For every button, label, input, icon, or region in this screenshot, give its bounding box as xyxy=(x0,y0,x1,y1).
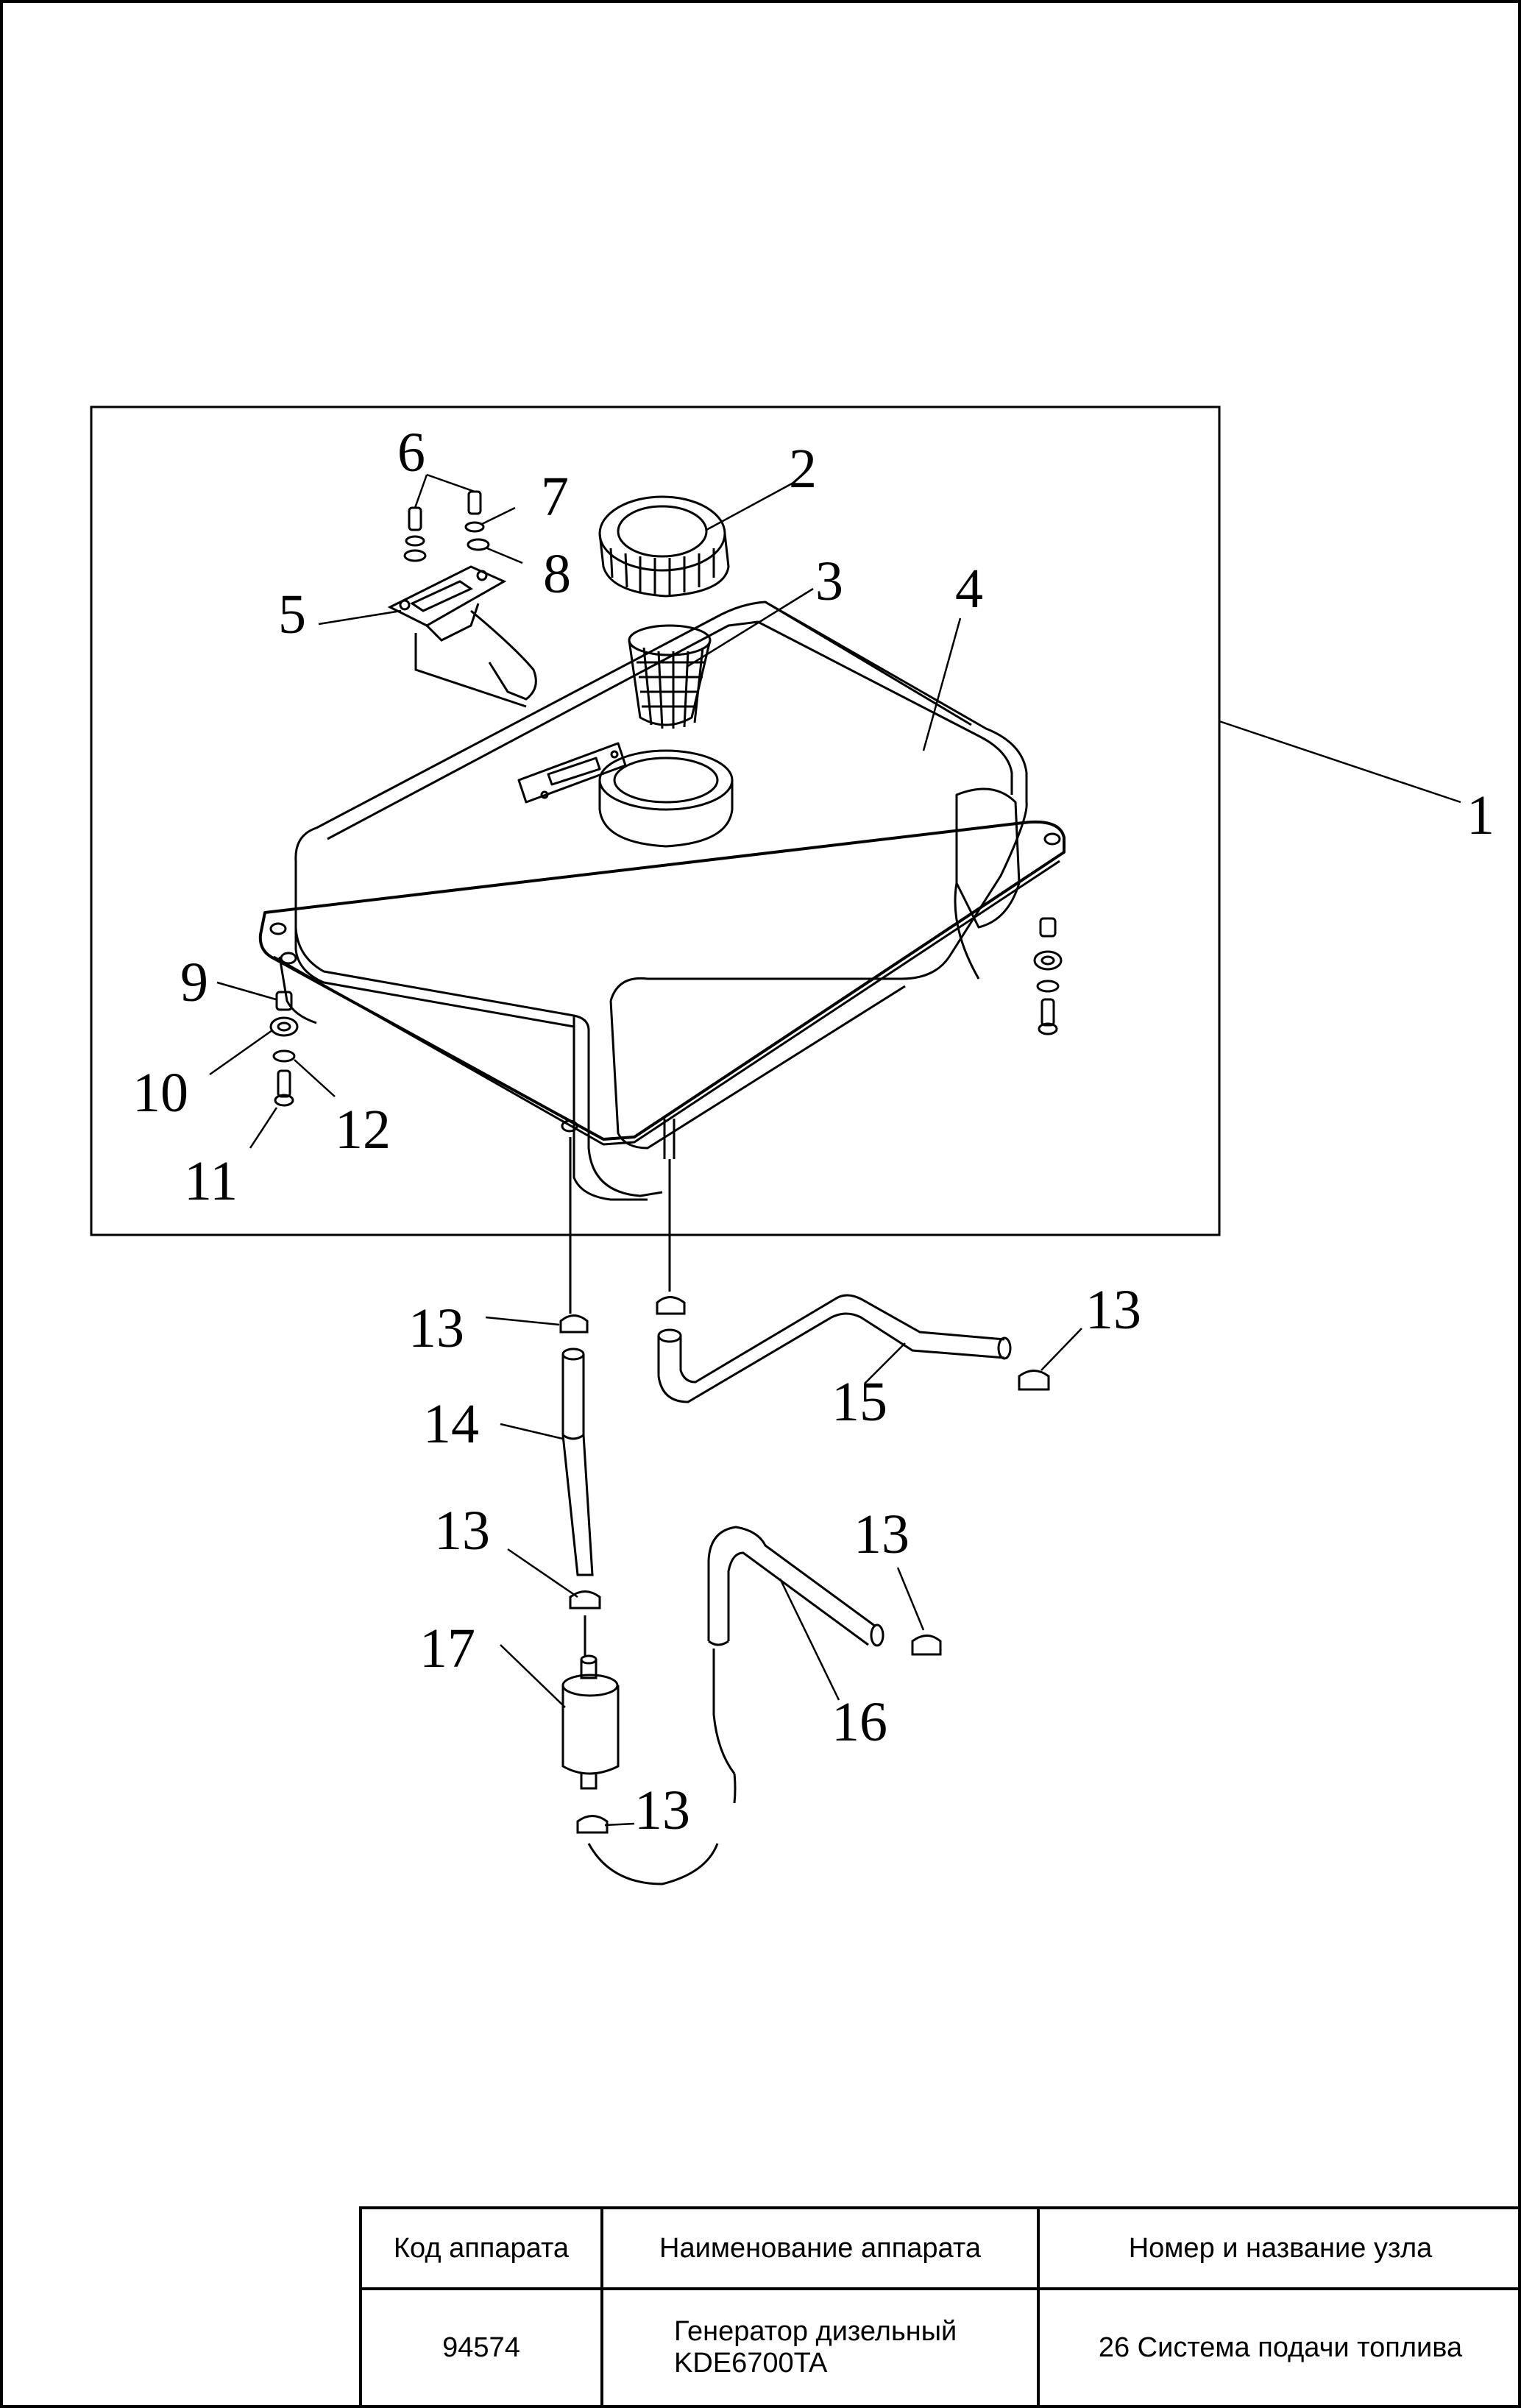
header-device-code: Код аппарата xyxy=(359,2206,603,2290)
callout-10: 10 xyxy=(132,1062,188,1124)
device-name-line2: KDE6700TA xyxy=(674,2348,828,2379)
callout-2: 2 xyxy=(789,438,817,500)
title-block-header-row: Код аппарата Наименование аппарата Номер… xyxy=(359,2206,1521,2290)
callout-1: 1 xyxy=(1467,785,1495,846)
leader-lines xyxy=(209,473,1461,1827)
assembly-frame xyxy=(90,406,1221,1236)
device-code: 94574 xyxy=(359,2287,603,2408)
fuel-strainer xyxy=(628,624,712,729)
callout-6: 6 xyxy=(397,422,425,484)
callout-4: 4 xyxy=(955,558,983,620)
header-assembly: Номер и название узла xyxy=(1037,2206,1521,2290)
mount-hardware-right xyxy=(1033,917,1063,1035)
callout-17: 17 xyxy=(419,1618,475,1679)
assembly-name: 26 Система подачи топлива xyxy=(1037,2287,1521,2408)
callout-3: 3 xyxy=(815,550,843,612)
title-block-value-row: 94574 Генератор дизельный KDE6700TA 26 С… xyxy=(359,2287,1521,2408)
device-name: Генератор дизельный KDE6700TA xyxy=(600,2287,1040,2408)
title-block: Код аппарата Наименование аппарата Номер… xyxy=(359,2206,1521,2408)
header-device-name: Наименование аппарата xyxy=(600,2206,1040,2290)
callout-13-middle: 13 xyxy=(434,1500,490,1562)
callout-labels: 1 2 3 4 5 6 7 8 9 10 11 12 13 13 13 13 1… xyxy=(132,422,1495,1841)
device-name-line1: Генератор дизельный xyxy=(674,2316,957,2347)
callout-11: 11 xyxy=(184,1150,238,1212)
fuel-tank xyxy=(258,601,1066,1201)
callout-5: 5 xyxy=(278,584,306,645)
mount-hardware-left xyxy=(269,991,299,1107)
callout-9: 9 xyxy=(180,952,208,1013)
callout-14: 14 xyxy=(423,1393,479,1455)
callout-16: 16 xyxy=(832,1691,887,1753)
callout-13-hose16: 13 xyxy=(854,1504,910,1565)
callout-13-top: 13 xyxy=(408,1297,464,1359)
callout-7: 7 xyxy=(541,466,569,528)
callout-12: 12 xyxy=(335,1099,391,1161)
callout-13-right: 13 xyxy=(1085,1279,1141,1341)
fuel-cap xyxy=(598,495,730,598)
fuel-gauge-sender xyxy=(387,490,537,708)
callout-8: 8 xyxy=(543,543,571,605)
callout-15: 15 xyxy=(832,1371,887,1433)
fuel-lines xyxy=(559,1137,1050,1885)
callout-13-bottom: 13 xyxy=(634,1780,690,1841)
